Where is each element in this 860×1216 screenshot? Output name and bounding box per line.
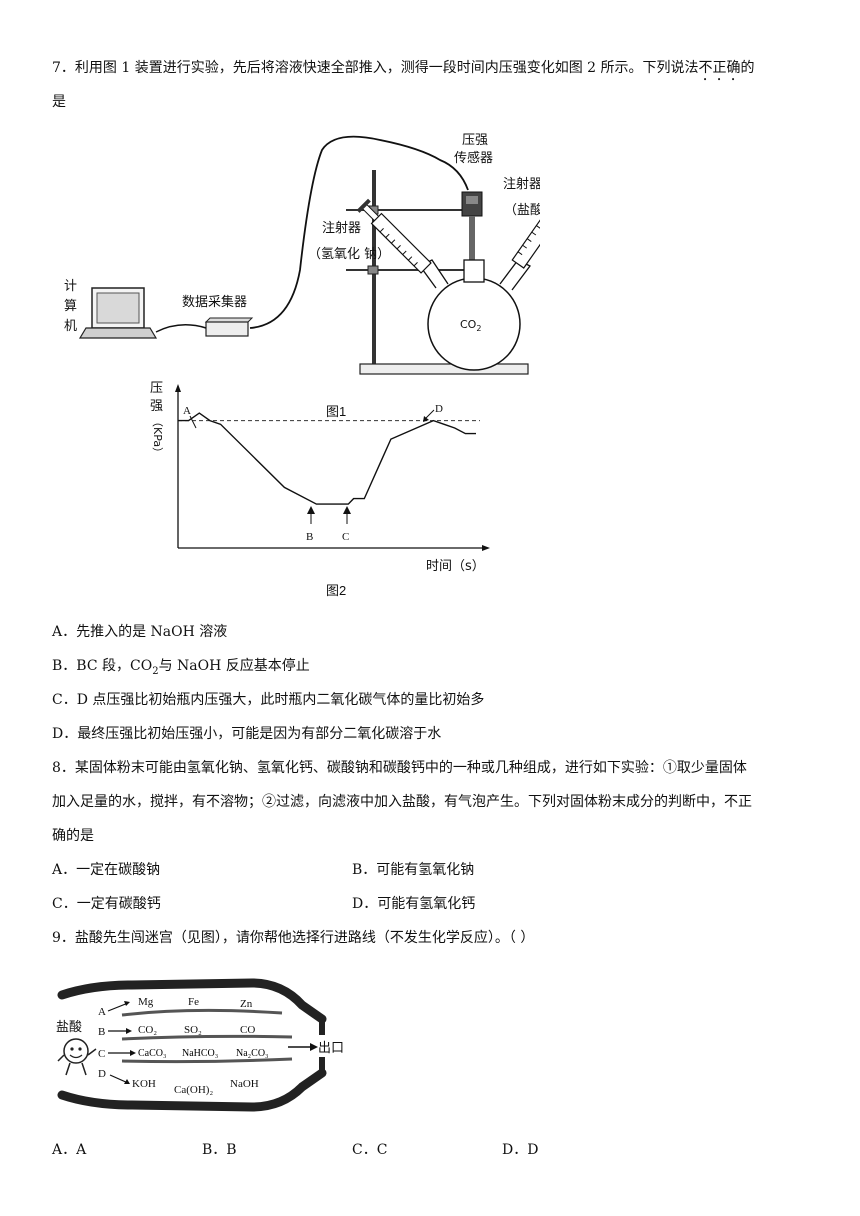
point-b-marker: B	[306, 506, 315, 543]
maze-c-item-1: CaCO₃	[138, 1048, 167, 1059]
point-a-label: A	[183, 405, 191, 417]
maze-bottom-wall	[57, 1068, 327, 1112]
computer-icon	[78, 287, 158, 339]
point-d-marker: D	[423, 403, 443, 422]
computer-label-1: 计	[64, 279, 77, 294]
maze-d-item-3: NaOH	[230, 1078, 259, 1090]
flask-gas-label: CO2	[460, 318, 481, 333]
maze-divider-ab	[121, 1008, 283, 1017]
q7-emphasis: 不正确	[698, 60, 741, 76]
q8-option-a: A．一定在碳酸钠	[52, 862, 161, 878]
maze-exit-label: 出口	[318, 1041, 344, 1056]
point-d-label: D	[435, 403, 443, 415]
maze-a-item-3: Zn	[240, 998, 253, 1010]
pressure-sensor-label-2: 传感器	[454, 150, 493, 166]
maze-b-item-3: CO	[240, 1024, 255, 1036]
maze-divider-cd	[121, 1057, 293, 1064]
q9-stem: 9．盐酸先生闯迷宫（见图），请你帮他选择行进路线（不发生化学反应）。（ ）	[52, 930, 535, 946]
syringe-hcl-label-2: （盐酸）	[504, 203, 540, 218]
computer-label-3: 机	[64, 319, 77, 334]
route-d-label: D	[98, 1068, 106, 1080]
maze-b-item-2: SO₂	[184, 1024, 202, 1036]
pressure-sensor-label-1: 压强	[462, 133, 488, 148]
q7-option-b: B．BC 段，CO2与 NaOH 反应基本停止	[52, 658, 310, 677]
q7-option-a: A．先推入的是 NaOH 溶液	[52, 624, 228, 640]
q9-option-a: A．A	[52, 1142, 87, 1158]
maze-a-item-1: Mg	[138, 996, 154, 1008]
y-axis-label-2: 强	[150, 399, 163, 414]
data-collector-icon	[204, 317, 254, 337]
cable-sensor	[249, 135, 469, 329]
maze-c-item-3: Na₂CO₃	[236, 1048, 269, 1059]
cable-computer	[155, 324, 207, 333]
iron-stand	[346, 170, 529, 375]
figure-1-apparatus: 计 算 机 数据采集器 压强 传感器 CO2	[64, 133, 540, 375]
syringe-naoh-icon	[356, 198, 432, 274]
data-collector-label: 数据采集器	[182, 294, 247, 310]
figure-1-caption: 图1	[326, 404, 347, 419]
q7-stem-end: 的	[740, 60, 755, 76]
q9-option-b: B．B	[202, 1142, 237, 1158]
x-axis-label: 时间（s）	[426, 559, 485, 574]
y-axis-arrow	[175, 384, 181, 392]
q8-stem-line1: 8．某固体粉末可能由氢氧化钠、氢氧化钙、碳酸钠和碳酸钙中的一种或几种组成，进行如…	[52, 760, 747, 776]
x-axis-arrow	[482, 545, 490, 551]
figure-2-caption: 图2	[326, 583, 347, 598]
point-a-marker: A	[183, 405, 197, 429]
q8-option-c: C．一定有碳酸钙	[52, 896, 161, 912]
maze-a-item-2: Fe	[188, 996, 199, 1008]
hydrochloric-acid-character-icon	[57, 1038, 97, 1076]
pressure-sensor-icon	[461, 191, 483, 264]
q7-stem-line1: 7．利用图 1 装置进行实验，先后将溶液快速全部推入，测得一段时间内压强变化如图…	[52, 58, 755, 84]
q7-stem-line2: 是	[52, 94, 66, 110]
maze-d-item-1: KOH	[132, 1078, 156, 1090]
q7-option-c: C．D 点压强比初始瓶内压强大，此时瓶内二氧化碳气体的量比初始多	[52, 692, 485, 708]
figure-2-pressure-chart: 压 强 （KPa） 时间（s） A B C D	[150, 381, 490, 574]
syringe-hcl-icon	[511, 201, 540, 269]
route-b-label: B	[98, 1026, 105, 1038]
q8-option-b: B．可能有氢氧化钠	[352, 862, 475, 878]
y-axis-unit: （KPa）	[151, 416, 164, 458]
maze-c-item-2: NaHCO₃	[182, 1048, 218, 1059]
point-c-marker: C	[342, 506, 351, 543]
route-a-label: A	[98, 1006, 106, 1018]
q8-stem-line2: 加入足量的水，搅拌，有不溶物；②过滤，向滤液中加入盐酸，有气泡产生。下列对固体粉…	[52, 794, 752, 810]
route-c-label: C	[98, 1048, 105, 1060]
syringe-naoh-label-2: （氢氧化 钠）	[308, 247, 390, 262]
maze-b-item-1: CO₂	[138, 1024, 157, 1036]
maze-top-wall	[57, 978, 327, 1024]
q8-stem-line3: 确的是	[52, 828, 94, 844]
q7-option-d: D．最终压强比初始压强小，可能是因为有部分二氧化碳溶于水	[52, 726, 442, 742]
syringe-hcl-label-1: 注射器	[503, 176, 540, 192]
pressure-series-line	[178, 412, 476, 505]
q9-option-d: D．D	[502, 1142, 539, 1158]
maze-figure: 盐酸 A B C D Mg Fe Zn CO₂ SO₂ CO CaCO₃ NaH…	[56, 978, 344, 1112]
point-c-label: C	[342, 531, 349, 543]
y-axis-label-1: 压	[150, 381, 163, 396]
maze-divider-bc	[121, 1034, 293, 1041]
q9-option-c: C．C	[352, 1142, 388, 1158]
syringe-naoh-label-1: 注射器	[322, 220, 361, 236]
maze-actor-label: 盐酸	[56, 1020, 82, 1035]
maze-d-item-2: Ca(OH)₂	[174, 1084, 213, 1096]
computer-label-2: 算	[64, 299, 77, 314]
q8-option-d: D．可能有氢氧化钙	[352, 896, 476, 912]
q7-stem-text: 7．利用图 1 装置进行实验，先后将溶液快速全部推入，测得一段时间内压强变化如图…	[52, 60, 699, 76]
point-b-label: B	[306, 531, 313, 543]
flask-icon	[419, 259, 531, 371]
